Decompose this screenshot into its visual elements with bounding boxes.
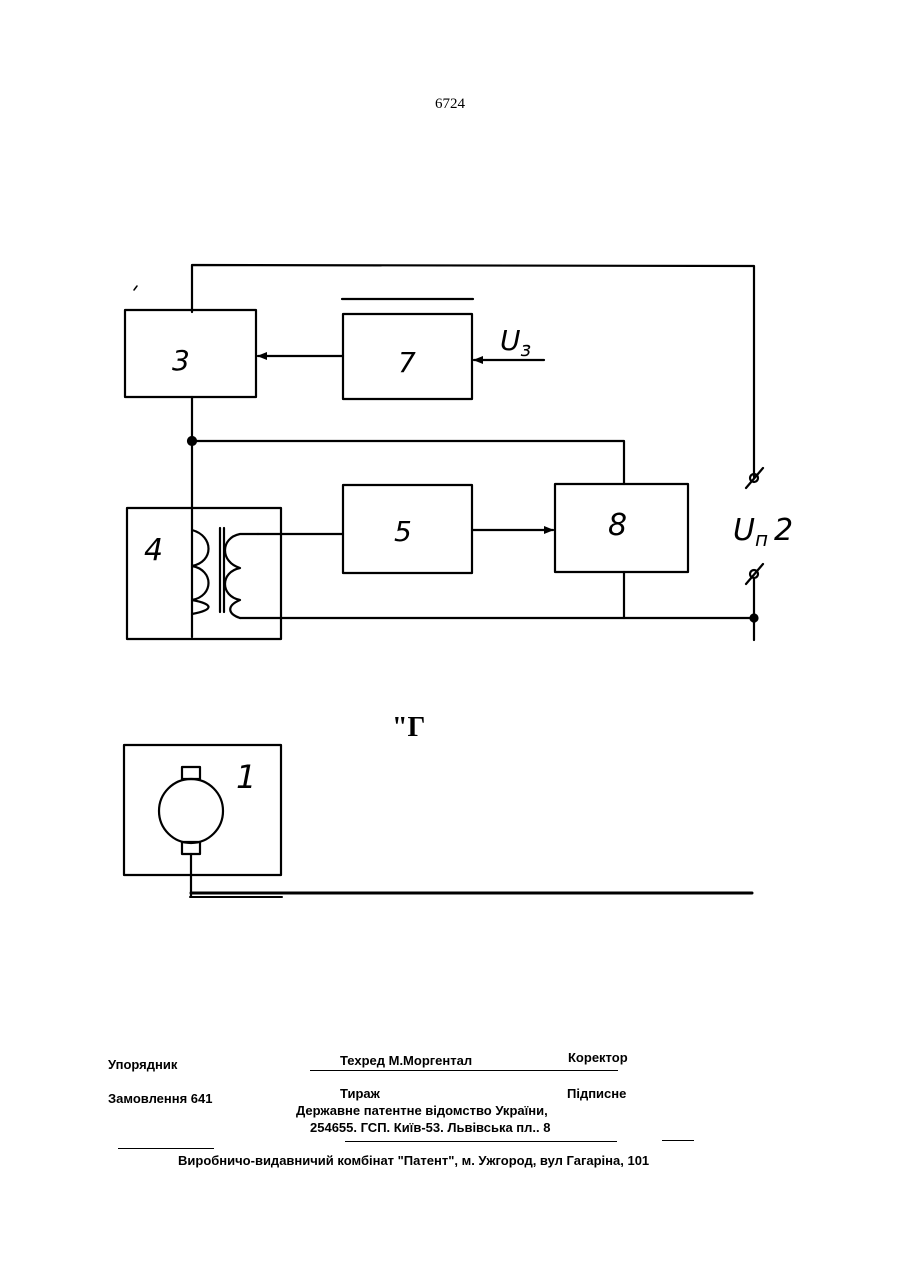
label-input-voltage: Uз bbox=[500, 324, 531, 361]
imprint-compiler: Упорядник bbox=[108, 1057, 177, 1072]
transformer-primary bbox=[192, 530, 209, 614]
label-block-5: 5 bbox=[394, 515, 412, 548]
imprint-office-line1: Державне патентне відомство України, bbox=[296, 1103, 548, 1118]
transformer-secondary bbox=[225, 534, 258, 618]
label-supply-voltage: Uп2 bbox=[733, 513, 793, 551]
block-1 bbox=[124, 745, 281, 875]
figure-mark: "Г bbox=[392, 712, 425, 744]
imprint-rule-4 bbox=[662, 1140, 694, 1141]
label-block-7: 7 bbox=[398, 346, 416, 379]
imprint-rule-3 bbox=[345, 1141, 617, 1142]
imprint-office-line2: 254655. ГСП. Київ-53. Львівська пл.. 8 bbox=[310, 1120, 550, 1135]
imprint-order: Замовлення 641 bbox=[108, 1091, 213, 1106]
motor-armature bbox=[159, 779, 223, 843]
wire-node-to-8 bbox=[192, 441, 624, 484]
imprint-printer: Виробничо-видавничий комбінат "Патент", … bbox=[178, 1153, 649, 1168]
label-block-3: 3 bbox=[172, 344, 190, 377]
stray-mark bbox=[134, 286, 137, 290]
junction-node-right bbox=[751, 615, 758, 622]
imprint-circulation: Тираж bbox=[340, 1086, 380, 1101]
motor-brush-top bbox=[182, 767, 200, 779]
label-block-8: 8 bbox=[608, 508, 627, 543]
block-3 bbox=[125, 310, 256, 397]
imprint-rule-2 bbox=[118, 1148, 214, 1149]
label-block-4: 4 bbox=[144, 533, 163, 568]
imprint-rule-1 bbox=[310, 1070, 618, 1071]
imprint-corrector: Коректор bbox=[568, 1050, 628, 1065]
imprint-techred: Техред М.Моргентал bbox=[340, 1053, 472, 1068]
label-block-1: 1 bbox=[236, 758, 256, 796]
imprint-signed: Підписне bbox=[567, 1086, 626, 1101]
